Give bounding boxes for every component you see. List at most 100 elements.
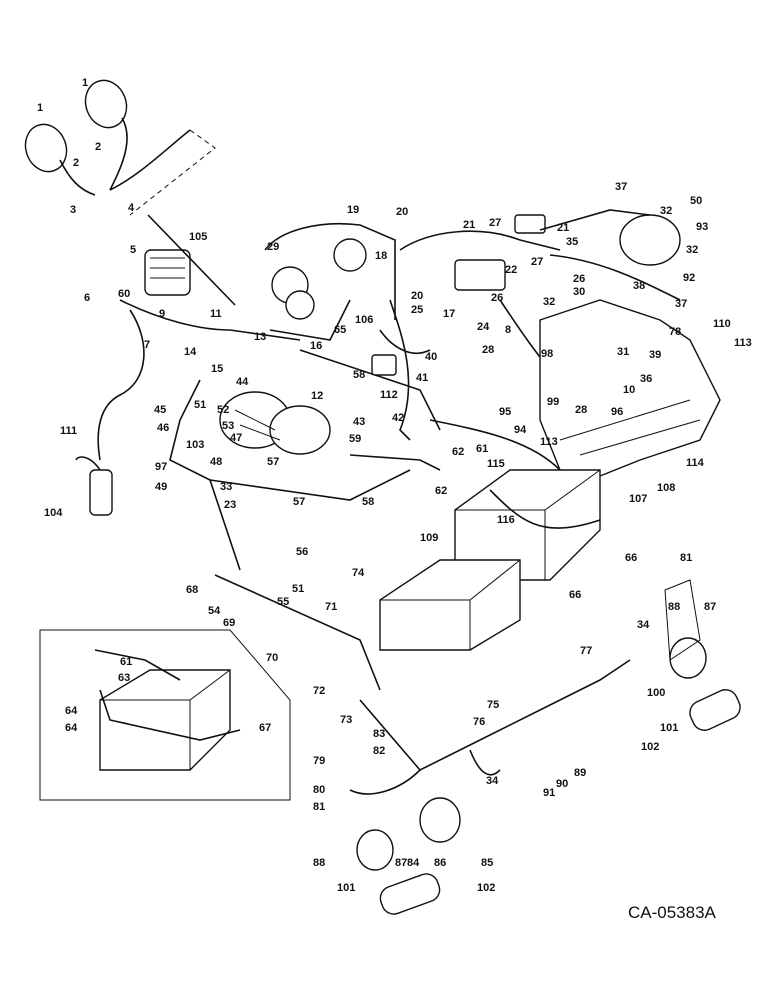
callout-113: 113 xyxy=(540,436,558,448)
horns-and-lamps xyxy=(356,579,741,915)
callout-84: 84 xyxy=(407,857,420,869)
callout-56: 56 xyxy=(296,546,308,558)
callout-12: 12 xyxy=(311,390,323,402)
callout-85: 85 xyxy=(481,857,493,869)
callout-103: 103 xyxy=(186,439,204,451)
callout-99: 99 xyxy=(547,396,559,408)
rear-cable xyxy=(214,574,631,795)
callout-104: 104 xyxy=(44,507,63,519)
callout-88: 88 xyxy=(668,601,680,613)
callout-102: 102 xyxy=(477,882,495,894)
callout-20: 20 xyxy=(396,206,408,218)
callout-69: 69 xyxy=(223,617,235,629)
callout-109: 109 xyxy=(420,532,438,544)
callout-58: 58 xyxy=(362,496,374,508)
callout-111: 111 xyxy=(60,425,77,437)
callout-58: 58 xyxy=(353,369,365,381)
gauge-cluster xyxy=(264,222,441,431)
callout-15: 15 xyxy=(211,363,223,375)
callout-3: 3 xyxy=(70,204,76,216)
callout-63: 63 xyxy=(118,672,130,684)
callout-29: 29 xyxy=(267,241,279,253)
callout-83: 83 xyxy=(373,728,385,740)
callout-49: 49 xyxy=(155,481,167,493)
callout-37: 37 xyxy=(615,181,627,193)
callout-20: 20 xyxy=(411,290,423,302)
callout-10: 10 xyxy=(623,384,635,396)
callout-7: 7 xyxy=(144,339,150,351)
callout-9: 9 xyxy=(159,308,165,320)
callout-106: 106 xyxy=(355,314,373,326)
callout-53: 53 xyxy=(222,420,234,432)
callout-107: 107 xyxy=(629,493,647,505)
alternator-area xyxy=(75,214,411,571)
callout-66: 66 xyxy=(569,589,581,601)
callout-98: 98 xyxy=(541,348,553,360)
callout-70: 70 xyxy=(266,652,278,664)
callout-46: 46 xyxy=(157,422,169,434)
callout-57: 57 xyxy=(267,456,279,468)
callout-112: 112 xyxy=(380,389,398,401)
callout-105: 105 xyxy=(189,231,207,243)
callout-42: 42 xyxy=(392,412,404,424)
callout-90: 90 xyxy=(556,778,568,790)
callout-26: 26 xyxy=(491,292,503,304)
callout-59: 59 xyxy=(349,433,361,445)
callout-30: 30 xyxy=(573,286,585,298)
callout-2: 2 xyxy=(73,157,79,169)
callout-14: 14 xyxy=(184,346,197,358)
callout-28: 28 xyxy=(575,404,587,416)
callout-61: 61 xyxy=(120,656,132,668)
callout-64: 64 xyxy=(65,722,78,734)
callout-40: 40 xyxy=(425,351,437,363)
callout-87: 87 xyxy=(395,857,407,869)
callout-73: 73 xyxy=(340,714,352,726)
callout-44: 44 xyxy=(236,376,249,388)
callout-1: 1 xyxy=(37,102,43,114)
callout-1: 1 xyxy=(82,77,88,89)
callout-81: 81 xyxy=(313,801,325,813)
callout-51: 51 xyxy=(292,583,304,595)
starter-motor xyxy=(219,391,331,455)
callout-labels: 1 1 2 2 3 4 5 6 60 105 9 11 7 13 14 15 1… xyxy=(37,77,752,894)
callout-77: 77 xyxy=(580,645,592,657)
callout-108: 108 xyxy=(657,482,675,494)
callout-95: 95 xyxy=(499,406,511,418)
callout-115: 115 xyxy=(487,458,505,470)
callout-51: 51 xyxy=(194,399,206,411)
callout-101: 101 xyxy=(660,722,678,734)
callout-68: 68 xyxy=(186,584,198,596)
callout-18: 18 xyxy=(375,250,387,262)
callout-27: 27 xyxy=(489,217,501,229)
callout-39: 39 xyxy=(649,349,661,361)
callout-91: 91 xyxy=(543,787,555,799)
callout-37: 37 xyxy=(675,298,687,310)
callout-97: 97 xyxy=(155,461,167,473)
callout-60: 60 xyxy=(118,288,130,300)
callout-96: 96 xyxy=(611,406,623,418)
callout-88: 88 xyxy=(313,857,325,869)
callout-78: 78 xyxy=(669,326,681,338)
callout-55: 55 xyxy=(277,596,289,608)
callout-66: 66 xyxy=(625,552,637,564)
callout-61: 61 xyxy=(476,443,488,455)
callout-52: 52 xyxy=(217,404,229,416)
callout-34: 34 xyxy=(637,619,650,631)
callout-81: 81 xyxy=(680,552,692,564)
callout-27: 27 xyxy=(531,256,543,268)
callout-114: 114 xyxy=(686,457,705,469)
callout-50: 50 xyxy=(690,195,702,207)
callout-21: 21 xyxy=(463,219,475,231)
callout-102: 102 xyxy=(641,741,659,753)
callout-82: 82 xyxy=(373,745,385,757)
callout-41: 41 xyxy=(416,372,428,384)
callout-24: 24 xyxy=(477,321,490,333)
drawing-code: CA-05383A xyxy=(628,903,717,922)
callout-17: 17 xyxy=(443,308,455,320)
callout-32: 32 xyxy=(543,296,555,308)
callout-13: 13 xyxy=(254,331,266,343)
callout-36: 36 xyxy=(640,373,652,385)
headlamps xyxy=(24,79,216,216)
main-harness xyxy=(349,230,561,471)
